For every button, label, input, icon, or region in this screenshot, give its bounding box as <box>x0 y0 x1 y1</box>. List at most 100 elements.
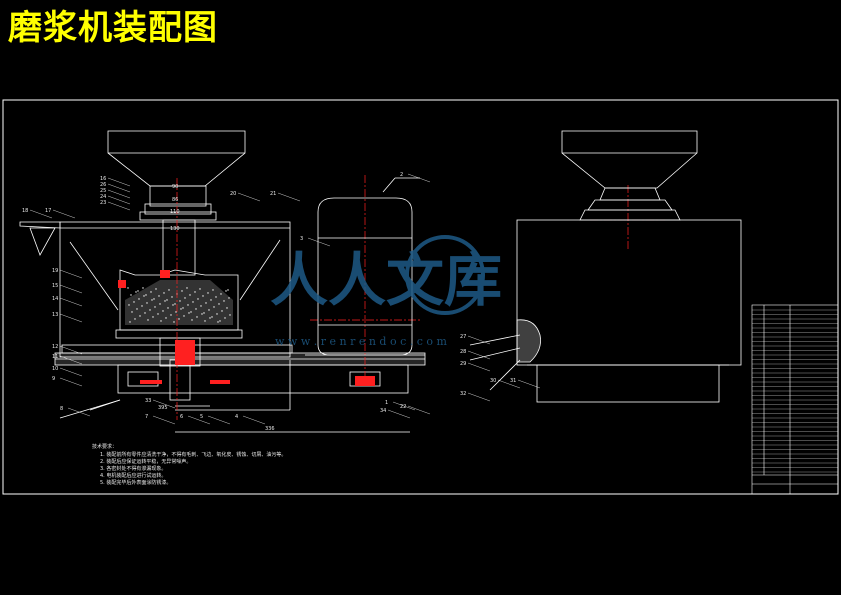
media-dot <box>149 309 151 311</box>
leader-line <box>59 367 83 377</box>
media-dot <box>181 290 183 292</box>
media-dot <box>172 304 174 306</box>
media-dot <box>202 295 204 297</box>
part-number-label: 7 <box>145 414 148 420</box>
part-number-label: 9 <box>52 376 55 382</box>
media-dot <box>155 288 157 290</box>
leader-line <box>242 415 266 425</box>
part-number-label: 15 <box>52 283 58 289</box>
leader-line <box>107 177 131 187</box>
part-number-label: 34 <box>380 408 386 414</box>
media-dot <box>212 289 214 291</box>
leader-line <box>237 192 261 202</box>
media-dot <box>170 314 172 316</box>
dim-336: 336 <box>265 426 275 432</box>
media-dot <box>133 301 135 303</box>
media-dot <box>194 291 196 293</box>
media-dot <box>158 295 160 297</box>
media-dot <box>182 307 184 309</box>
part-number-label: 19 <box>52 268 58 274</box>
part-number-label: 29 <box>460 361 466 367</box>
part-number-label: 2 <box>400 172 403 178</box>
watermark-ring <box>405 235 485 315</box>
front-section-view <box>19 130 426 433</box>
media-dot <box>183 315 185 317</box>
leader-line <box>107 201 131 211</box>
leader-line <box>387 409 411 419</box>
leader-line <box>59 355 83 365</box>
drawing-frame <box>2 99 839 495</box>
media-dot <box>175 311 177 313</box>
leader-line <box>52 209 76 219</box>
part-number-label: 31 <box>510 378 516 384</box>
media-dot <box>159 303 161 305</box>
media-dot <box>188 312 190 314</box>
part-number-label: 20 <box>230 191 236 197</box>
media-dot <box>135 291 137 293</box>
dim-130: 130 <box>170 226 180 232</box>
media-dot <box>138 298 140 300</box>
media-dot <box>167 307 169 309</box>
media-dot <box>187 304 189 306</box>
media-dot <box>136 308 138 310</box>
media-dot <box>137 290 139 292</box>
part-number-label: 24 <box>100 194 106 200</box>
note-1: 1. 装配前所有零件应清洗干净，不得有毛刺、飞边、氧化皮、锈蚀、切屑、油污等。 <box>100 451 286 458</box>
media-dot <box>227 289 229 291</box>
leader-line <box>152 415 176 425</box>
media-dot <box>157 313 159 315</box>
media-dot <box>211 316 213 318</box>
part-number-label: 23 <box>100 200 106 206</box>
media-dot <box>144 312 146 314</box>
media-dot <box>129 321 131 323</box>
media-dot <box>189 294 191 296</box>
part-number-label: 30 <box>490 378 496 384</box>
media-dot <box>221 310 223 312</box>
leader-line <box>59 269 83 279</box>
note-3: 3. 各密封处不得有渗漏现象。 <box>100 465 166 472</box>
media-dot <box>219 320 221 322</box>
media-dot <box>186 287 188 289</box>
motor <box>305 177 425 356</box>
media-dot <box>134 318 136 320</box>
part-number-label: 32 <box>460 391 466 397</box>
media-dot <box>229 314 231 316</box>
media-dot <box>190 311 192 313</box>
technical-notes: 技术要求： 1. 装配前所有零件应清洗干净，不得有毛刺、飞边、氧化皮、锈蚀、切屑… <box>92 443 286 486</box>
note-5: 5. 装配完毕后外表面涂防锈漆。 <box>100 479 171 486</box>
media-dot <box>130 294 132 296</box>
part-number-label: 11 <box>52 354 58 360</box>
side-hopper <box>561 130 698 189</box>
watermark: 人人文库 w w w . r e n r e n d o c . c o m <box>270 235 502 348</box>
leader-line <box>107 183 131 193</box>
media-dot <box>200 305 202 307</box>
media-dot <box>224 317 226 319</box>
part-number-label: 17 <box>45 208 51 214</box>
part-number-label: 6 <box>180 414 183 420</box>
part-number-label: 14 <box>52 296 58 302</box>
media-dot <box>174 303 176 305</box>
part-number-label: 27 <box>460 334 466 340</box>
leader-line <box>59 297 83 307</box>
part-number-label: 4 <box>235 414 238 420</box>
leader-line <box>152 399 176 409</box>
media-dot <box>178 318 180 320</box>
media-dot <box>228 297 230 299</box>
part-number-label: 13 <box>52 312 58 318</box>
media-dot <box>151 299 153 301</box>
part-number-label: 18 <box>22 208 28 214</box>
media-dot <box>208 309 210 311</box>
part-number-label: 22 <box>400 404 406 410</box>
media-dot <box>199 288 201 290</box>
media-dot <box>223 300 225 302</box>
media-dot <box>160 320 162 322</box>
media-dot <box>139 315 141 317</box>
media-dot <box>216 313 218 315</box>
leader-line <box>467 362 491 372</box>
media-dot <box>165 317 167 319</box>
leader-line <box>107 195 131 205</box>
media-dot <box>164 300 166 302</box>
grinding-media <box>125 280 233 325</box>
